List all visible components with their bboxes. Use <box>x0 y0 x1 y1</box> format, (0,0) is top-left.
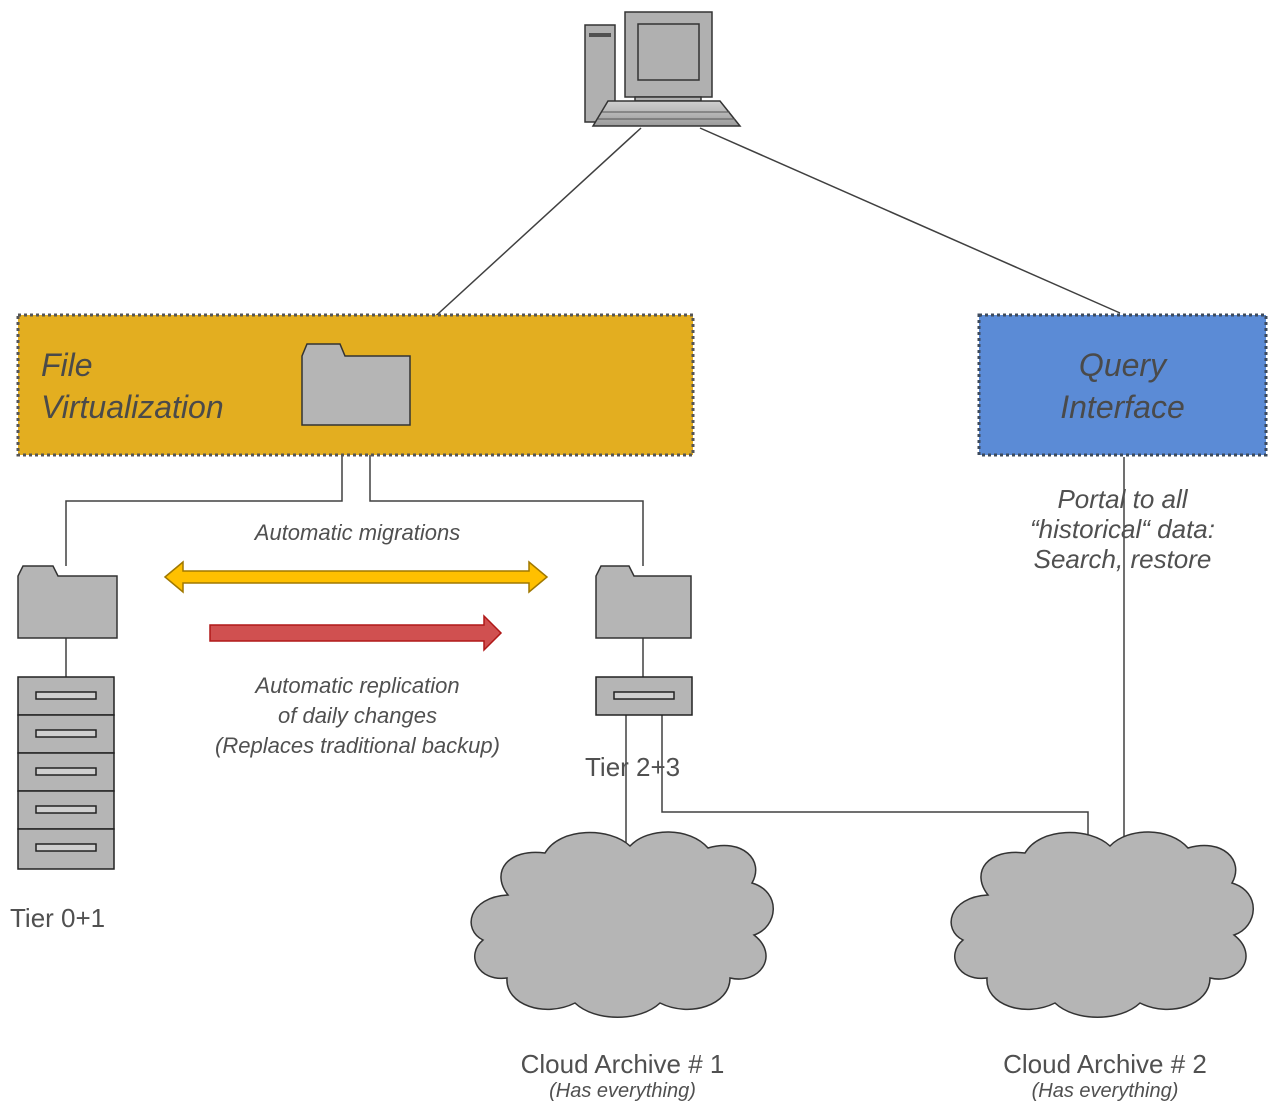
cloud-icon-archive-2 <box>950 831 1254 1018</box>
tier-01-label: Tier 0+1 <box>10 903 106 933</box>
line-filevirt-to-tier23 <box>369 425 644 566</box>
replication-line1: Automatic replication <box>255 673 460 698</box>
migrations-double-arrow <box>163 560 549 594</box>
replication-label: Automatic replication of daily changes (… <box>160 671 555 761</box>
line-filevirt-to-tier01 <box>65 425 343 566</box>
replication-line2: of daily changes <box>278 703 437 728</box>
cloud-archive-1-title: Cloud Archive # 1 <box>520 1049 725 1079</box>
file-virtualization-box <box>16 313 695 457</box>
server-icon <box>17 676 115 870</box>
query-interface-line1: Query <box>1078 347 1167 383</box>
query-interface-line2: Interface <box>1060 389 1185 425</box>
portal-line3: Search, restore <box>1033 544 1212 574</box>
cloud-archive-2-subtitle: (Has everything) <box>1031 1080 1179 1102</box>
file-virtualization-line2: Virtualization <box>41 389 224 425</box>
line-computer-to-query <box>699 127 1121 314</box>
storage-drive-icon <box>595 676 693 716</box>
computer-icon <box>584 11 742 127</box>
line-drive-to-cloud2 <box>661 715 1089 840</box>
replication-line3: (Replaces traditional backup) <box>215 733 500 758</box>
portal-description: Portal to all “historical“ data: Search,… <box>990 484 1255 574</box>
portal-line1: Portal to all <box>1057 484 1188 514</box>
cloud-archive-2-label: Cloud Archive # 2 (Has everything) <box>955 1049 1255 1103</box>
replication-arrow <box>209 614 503 652</box>
cloud-archive-2-title: Cloud Archive # 2 <box>1003 1049 1207 1079</box>
tier-23-label: Tier 2+3 <box>585 752 681 782</box>
migrations-label: Automatic migrations <box>254 520 461 545</box>
file-virtualization-title: File Virtualization <box>41 344 224 428</box>
folder-icon-tier01 <box>17 565 118 639</box>
folder-icon-tier23 <box>595 565 692 639</box>
folder-icon-virtualization <box>301 343 411 426</box>
cloud-archive-1-subtitle: (Has everything) <box>549 1080 696 1102</box>
portal-line2: “historical“ data: <box>1030 514 1215 544</box>
file-virtualization-line1: File <box>41 347 93 383</box>
cloud-archive-1-label: Cloud Archive # 1 (Has everything) <box>470 1049 775 1103</box>
cloud-icon-archive-1 <box>470 831 774 1018</box>
query-interface-title: Query Interface <box>1000 344 1245 428</box>
query-interface-box <box>977 313 1268 457</box>
